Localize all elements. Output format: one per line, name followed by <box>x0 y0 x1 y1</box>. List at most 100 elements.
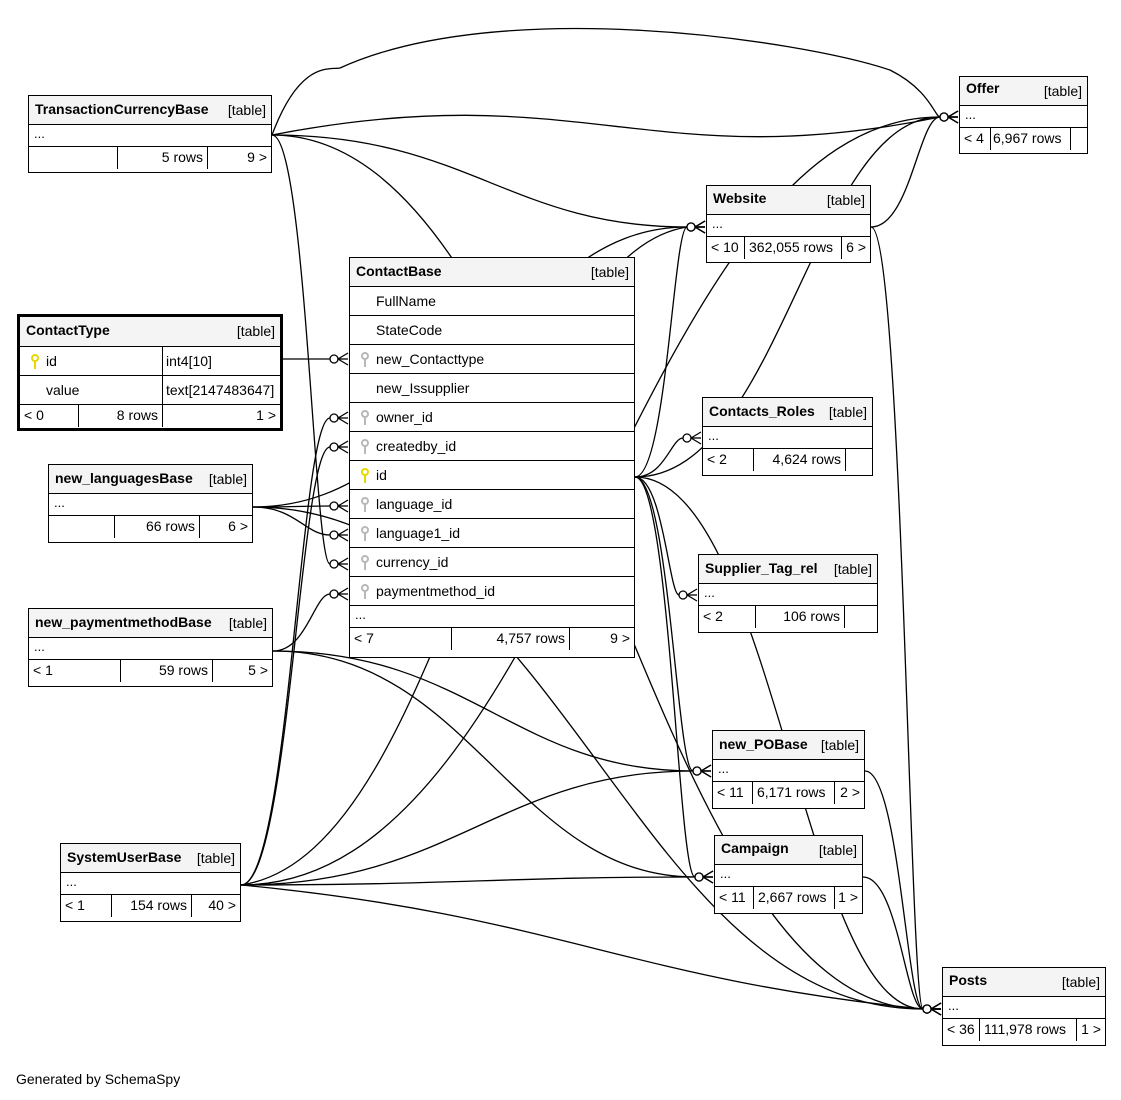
relationship-edge <box>240 876 703 886</box>
columns-ellipsis: ... <box>29 125 271 147</box>
parents-count[interactable]: < 1 <box>33 662 53 678</box>
foreign-key-icon <box>361 555 369 570</box>
table-campaign[interactable]: Campaign [table] ... < 11 2,667 rows 1 > <box>714 835 863 914</box>
crows-foot-icon <box>329 528 349 542</box>
parents-count[interactable] <box>29 147 117 169</box>
children-count[interactable]: 1 > <box>834 887 862 909</box>
table-name: ContactBase <box>356 263 442 279</box>
column-row[interactable]: StateCode <box>350 316 634 345</box>
primary-key-icon <box>361 468 369 483</box>
ellipsis-text: ... <box>965 107 976 122</box>
row-count: 362,055 rows <box>744 237 841 259</box>
ellipsis-text: ... <box>708 428 719 443</box>
table-header: Website [table] <box>707 186 870 215</box>
table-header: Offer [table] <box>960 77 1087 106</box>
ellipsis-text: ... <box>355 607 366 622</box>
column-name: new_Issupplier <box>376 380 470 396</box>
ellipsis-text: ... <box>704 585 715 600</box>
table-header: new_languagesBase [table] <box>49 465 252 494</box>
table-posts[interactable]: Posts [table] ... < 36 111,978 rows 1 > <box>942 967 1106 1046</box>
parents-count[interactable]: < 11 <box>719 889 746 905</box>
children-count[interactable]: 6 > <box>841 237 870 259</box>
table-new-pobase[interactable]: new_POBase [table] ... < 11 6,171 rows 2… <box>712 730 865 809</box>
column-row[interactable]: paymentmethod_id <box>350 577 634 606</box>
column-row[interactable]: language_id <box>350 490 634 519</box>
table-systemuserbase[interactable]: SystemUserBase [table] ... < 1 154 rows … <box>60 843 241 922</box>
table-new-paymentmethodbase[interactable]: new_paymentmethodBase [table] ... < 1 59… <box>28 608 273 687</box>
row-count: 6,171 rows <box>752 782 834 804</box>
table-footer: < 36 111,978 rows 1 > <box>943 1019 1105 1041</box>
parents-count[interactable]: < 10 <box>711 239 739 255</box>
table-website[interactable]: Website [table] ... < 10 362,055 rows 6 … <box>706 185 871 263</box>
parents-count[interactable]: < 11 <box>717 784 744 800</box>
table-footer: < 11 2,667 rows 1 > <box>715 887 862 909</box>
crows-foot-icon <box>922 1002 942 1016</box>
row-count: 2,667 rows <box>753 887 834 909</box>
parents-count[interactable]: < 36 <box>947 1021 975 1037</box>
crows-foot-icon <box>329 411 349 425</box>
table-name: Contacts_Roles <box>709 403 815 419</box>
table-new-languagesbase[interactable]: new_languagesBase [table] ... 66 rows 6 … <box>48 464 253 543</box>
children-count[interactable]: 5 > <box>212 660 272 682</box>
table-name: new_languagesBase <box>55 470 193 486</box>
table-name: Website <box>713 190 767 206</box>
children-count[interactable]: 40 > <box>191 895 240 917</box>
children-count[interactable]: 9 > <box>569 628 634 650</box>
parents-count[interactable]: < 0 <box>24 407 44 423</box>
children-count[interactable]: 2 > <box>834 782 864 804</box>
crows-foot-icon <box>686 220 706 234</box>
table-offer[interactable]: Offer [table] ... < 4 6,967 rows <box>959 76 1088 154</box>
parents-count[interactable]: < 7 <box>354 630 374 646</box>
column-name: language1_id <box>376 525 461 541</box>
columns-ellipsis: ... <box>29 638 272 660</box>
children-count[interactable]: 1 > <box>162 405 280 427</box>
children-count[interactable]: 6 > <box>199 516 252 538</box>
children-count[interactable] <box>844 606 877 628</box>
column-row[interactable]: new_Issupplier <box>350 374 634 403</box>
table-contacts-roles[interactable]: Contacts_Roles [table] ... < 2 4,624 row… <box>702 397 873 476</box>
column-row[interactable]: language1_id <box>350 519 634 548</box>
column-name: createdby_id <box>376 438 457 454</box>
column-row[interactable]: owner_id <box>350 403 634 432</box>
children-count[interactable] <box>845 449 872 471</box>
table-contacttype[interactable]: ContactType [table] id int4[10] value te… <box>17 314 283 431</box>
column-row[interactable]: id <box>350 461 634 490</box>
parents-count[interactable]: < 1 <box>65 897 85 913</box>
table-transactioncurrencybase[interactable]: TransactionCurrencyBase [table] ... 5 ro… <box>28 95 272 173</box>
column-row[interactable]: FullName <box>350 287 634 316</box>
children-count[interactable]: 1 > <box>1076 1019 1105 1041</box>
parents-count[interactable]: < 2 <box>707 451 727 467</box>
relationship-edge <box>252 506 338 536</box>
parents-count[interactable] <box>49 516 114 538</box>
column-row[interactable]: createdby_id <box>350 432 634 461</box>
table-kind: [table] <box>196 850 235 866</box>
table-footer: < 1 154 rows 40 > <box>61 895 240 917</box>
table-kind: [table] <box>1043 83 1082 99</box>
column-row[interactable]: id int4[10] <box>20 347 280 376</box>
crows-foot-icon <box>694 870 714 884</box>
table-header: new_paymentmethodBase [table] <box>29 609 272 638</box>
ellipsis-text: ... <box>712 216 723 231</box>
column-name: language_id <box>376 496 453 512</box>
column-row[interactable]: value text[2147483647] <box>20 376 280 405</box>
table-footer: 66 rows 6 > <box>49 516 252 538</box>
column-row[interactable]: currency_id <box>350 548 634 577</box>
columns-ellipsis: ... <box>713 760 864 782</box>
foreign-key-icon <box>361 439 369 454</box>
parents-count[interactable]: < 2 <box>703 608 723 624</box>
table-kind: [table] <box>833 561 872 577</box>
children-count[interactable]: 9 > <box>207 147 271 169</box>
relationship-edge <box>870 226 931 1010</box>
relationship-edge <box>240 770 701 886</box>
table-footer: < 4 6,967 rows <box>960 128 1087 150</box>
ellipsis-text: ... <box>34 639 45 654</box>
primary-key-icon <box>31 354 39 369</box>
table-supplier-tag-rel[interactable]: Supplier_Tag_rel [table] ... < 2 106 row… <box>698 554 878 633</box>
crows-foot-icon <box>329 499 349 513</box>
children-count[interactable] <box>1070 128 1087 150</box>
parents-count[interactable]: < 4 <box>964 130 984 146</box>
relationship-edge <box>271 134 695 228</box>
column-row[interactable]: new_Contacttype <box>350 345 634 374</box>
columns-ellipsis: ... <box>350 606 634 628</box>
